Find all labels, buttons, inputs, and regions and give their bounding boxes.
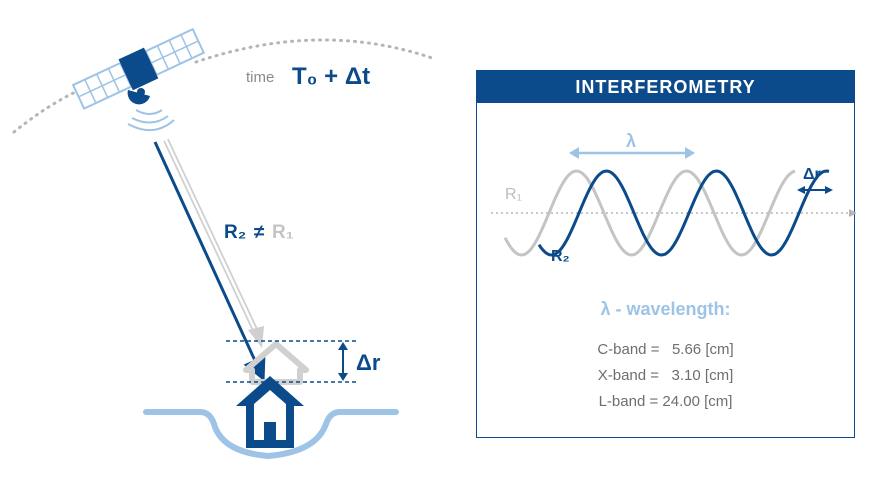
band-c: C-band = 5.66 [cm] (597, 341, 734, 358)
satellite-icon (71, 27, 206, 131)
r2-label: R₂ (224, 222, 246, 243)
house-previous-icon (243, 341, 309, 385)
wave-r2-label: R₂ (551, 248, 570, 265)
house-icon (236, 376, 304, 448)
panel-title: INTERFEROMETRY (477, 71, 854, 103)
time-formula: T₀ + Δt (292, 63, 370, 90)
wave-r2 (537, 169, 830, 257)
interferometry-panel: INTERFEROMETRY λ R₁ R₂ Δr λ - wavelength… (476, 70, 856, 438)
delta-r-label: Δr (356, 350, 381, 375)
lambda-label: λ (626, 131, 636, 151)
band-l: L-band = 24.00 [cm] (598, 393, 733, 410)
not-equal-symbol: ≠ (254, 222, 265, 243)
time-word: time (246, 69, 274, 86)
wave-diagram: λ R₁ R₂ Δr (491, 131, 856, 265)
r1-label: R₁ (272, 222, 294, 243)
wavelength-title: λ - wavelength: (600, 299, 731, 319)
r2-beam (153, 141, 266, 382)
panel-delta-r-label: Δr (803, 166, 821, 183)
ground-line (143, 409, 399, 460)
wave-r1-label: R₁ (505, 186, 522, 203)
wave-r1 (503, 169, 796, 257)
band-x: X-band = 3.10 [cm] (597, 367, 734, 384)
